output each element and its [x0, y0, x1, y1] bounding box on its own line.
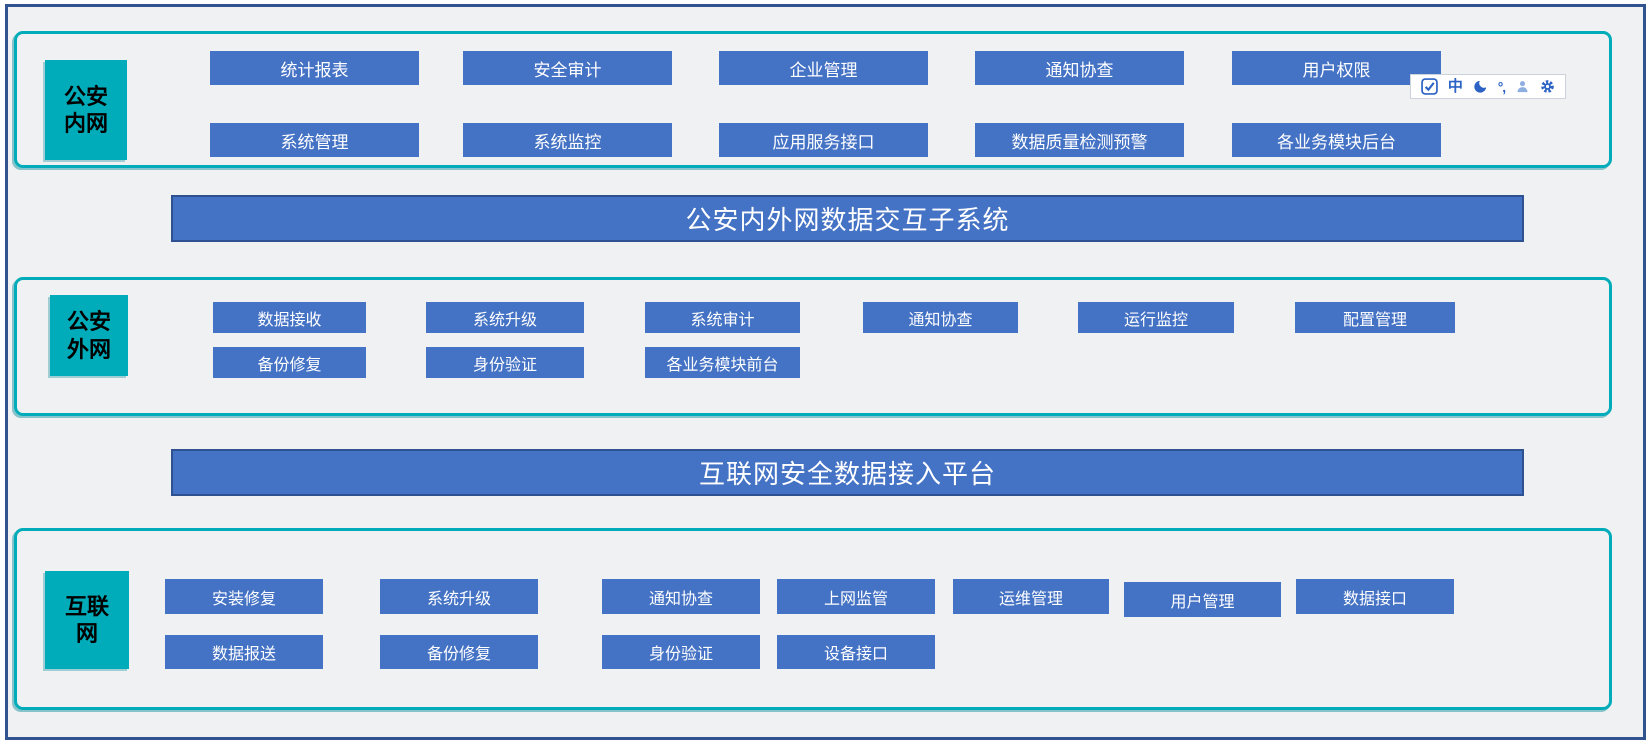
- module-button-run-monitor[interactable]: 运行监控: [1078, 302, 1234, 333]
- module-button-security-audit[interactable]: 安全审计: [463, 51, 672, 85]
- ime-user-icon[interactable]: [1515, 78, 1530, 96]
- module-button-install-repair[interactable]: 安装修复: [165, 579, 323, 614]
- module-button-data-interface[interactable]: 数据接口: [1296, 579, 1454, 614]
- zone-label-police-intranet: 公安 内网: [45, 60, 127, 160]
- banner-text: 公安内外网数据交互子系统: [685, 205, 1010, 235]
- ime-language-toolbar[interactable]: 中 °,: [1410, 74, 1566, 99]
- module-button-app-service-api[interactable]: 应用服务接口: [719, 123, 928, 157]
- module-button-system-monitor[interactable]: 系统监控: [463, 123, 672, 157]
- module-button-notify-check[interactable]: 通知协查: [863, 302, 1018, 333]
- banner-internet-security-platform: 互联网安全数据接入平台: [171, 449, 1524, 496]
- module-button-ops-mgmt[interactable]: 运维管理: [953, 579, 1109, 614]
- module-button-system-upgrade[interactable]: 系统升级: [426, 302, 584, 333]
- module-button-device-interface[interactable]: 设备接口: [777, 635, 935, 669]
- zone-label-internet: 互联 网: [45, 571, 129, 669]
- module-button-notify-check[interactable]: 通知协查: [975, 51, 1184, 85]
- zone-label-line: 公安: [66, 309, 111, 334]
- module-button-system-audit[interactable]: 系统审计: [645, 302, 800, 333]
- banner-data-exchange-subsystem: 公安内外网数据交互子系统: [171, 195, 1524, 242]
- module-button-backup-repair[interactable]: 备份修复: [380, 635, 538, 669]
- module-button-net-supervision[interactable]: 上网监管: [777, 579, 935, 614]
- module-button-data-report[interactable]: 数据报送: [165, 635, 323, 669]
- module-button-identity-verify[interactable]: 身份验证: [602, 635, 760, 669]
- module-button-stats-report[interactable]: 统计报表: [210, 51, 419, 85]
- module-button-user-mgmt[interactable]: 用户管理: [1124, 582, 1281, 617]
- module-button-user-permission[interactable]: 用户权限: [1232, 51, 1441, 85]
- zone-police-extranet: [14, 277, 1612, 416]
- zone-internet: [14, 528, 1612, 710]
- module-button-data-quality-alert[interactable]: 数据质量检测预警: [975, 123, 1184, 157]
- module-button-system-mgmt[interactable]: 系统管理: [210, 123, 419, 157]
- zone-label-line: 内网: [63, 111, 108, 136]
- zone-label-line: 外网: [66, 336, 111, 362]
- module-button-backstage-modules[interactable]: 各业务模块后台: [1232, 123, 1441, 157]
- zone-label-line: 公安: [63, 83, 108, 109]
- zone-label-line: 网: [75, 621, 98, 646]
- module-button-config-mgmt[interactable]: 配置管理: [1295, 302, 1455, 333]
- module-button-system-upgrade[interactable]: 系统升级: [380, 579, 538, 614]
- module-button-frontend-modules[interactable]: 各业务模块前台: [645, 347, 800, 378]
- zone-label-police-extranet: 公安 外网: [50, 295, 128, 376]
- ime-fullwidth-moon-icon[interactable]: [1473, 78, 1488, 96]
- ime-logo-icon[interactable]: [1421, 78, 1438, 96]
- zone-police-intranet: [14, 31, 1612, 168]
- ime-punctuation-toggle[interactable]: °,: [1497, 78, 1506, 95]
- module-button-backup-repair[interactable]: 备份修复: [213, 347, 366, 378]
- banner-text: 互联网安全数据接入平台: [698, 459, 996, 489]
- module-button-identity-verify[interactable]: 身份验证: [426, 347, 584, 378]
- module-button-data-receive[interactable]: 数据接收: [213, 302, 366, 333]
- module-button-enterprise-mgmt[interactable]: 企业管理: [719, 51, 928, 85]
- zone-label-line: 互联: [64, 593, 109, 619]
- ime-chinese-mode-toggle[interactable]: 中: [1447, 78, 1463, 95]
- ime-settings-gear-icon[interactable]: [1540, 78, 1555, 96]
- module-button-notify-check[interactable]: 通知协查: [602, 579, 760, 614]
